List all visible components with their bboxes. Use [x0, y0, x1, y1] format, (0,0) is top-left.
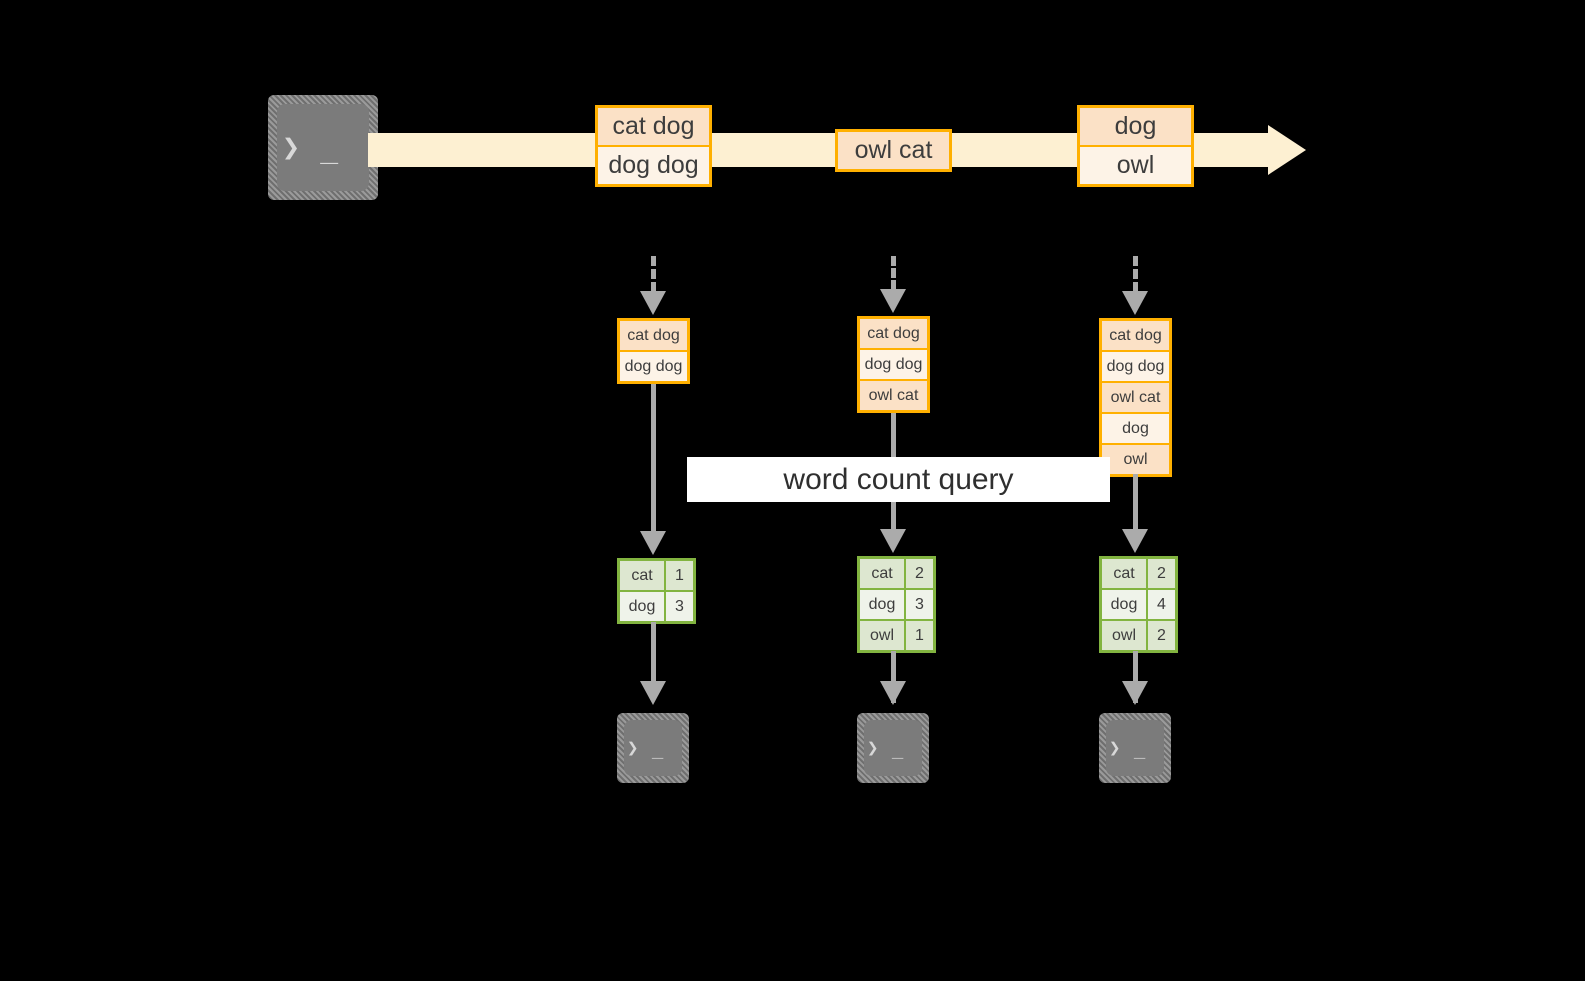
trigger-2-result-count-2: 3	[906, 590, 933, 619]
trigger-1-input-row-1: cat dog	[620, 321, 687, 350]
trigger-2-input-row-2: dog dog	[860, 350, 927, 379]
trigger-3-result-count-1: 2	[1148, 559, 1175, 588]
terminal-prompt-symbol: ❯ _	[282, 129, 340, 165]
trigger-1-result-count-2: 3	[666, 592, 693, 621]
terminal-prompt-symbol: ❯ _	[627, 736, 665, 759]
trigger-3-result-table: cat 2 dog 4 owl 2	[1099, 556, 1178, 653]
trigger-2-input-row-1: cat dog	[860, 319, 927, 348]
stream-batch-2: owl cat	[835, 129, 952, 172]
trigger-1-sink-terminal-icon: ❯ _	[617, 713, 689, 783]
stream-batch-3-line-1: dog	[1080, 108, 1191, 145]
trigger-2-result-word-1: cat	[860, 559, 904, 588]
trigger-1-input-connector	[651, 256, 656, 292]
trigger-2-input-row-3: owl cat	[860, 381, 927, 410]
trigger-3-input-arrowhead	[1122, 291, 1148, 315]
stream-batch-1-line-2: dog dog	[598, 147, 709, 184]
trigger-2-result-table: cat 2 dog 3 owl 1	[857, 556, 936, 653]
table-row: dog 4	[1102, 590, 1175, 619]
stream-batch-1: cat dog dog dog	[595, 105, 712, 187]
trigger-2-result-word-3: owl	[860, 621, 904, 650]
trigger-3-input-connector	[1133, 256, 1138, 292]
trigger-3-input-table: cat dog dog dog owl cat dog owl	[1099, 318, 1172, 477]
trigger-3-input-row-2: dog dog	[1102, 352, 1169, 381]
trigger-3-sink-terminal-icon: ❯ _	[1099, 713, 1171, 783]
trigger-1-result-word-1: cat	[620, 561, 664, 590]
stream-arrow-head	[1268, 125, 1306, 175]
trigger-2-result-count-3: 1	[906, 621, 933, 650]
trigger-3-sink-connector	[1133, 651, 1138, 703]
source-terminal-icon: ❯ _	[268, 95, 378, 200]
stream-batch-3: dog owl	[1077, 105, 1194, 187]
trigger-2-result-word-2: dog	[860, 590, 904, 619]
trigger-3-query-connector	[1133, 474, 1138, 530]
trigger-1-sink-arrowhead	[640, 681, 666, 705]
trigger-2-sink-arrowhead	[880, 681, 906, 705]
terminal-screen	[864, 720, 922, 776]
trigger-3-input-row-3: owl cat	[1102, 383, 1169, 412]
trigger-3-result-word-1: cat	[1102, 559, 1146, 588]
table-row: owl 1	[860, 621, 933, 650]
terminal-screen	[1106, 720, 1164, 776]
trigger-1-query-arrowhead	[640, 531, 666, 555]
table-row: cat 2	[1102, 559, 1175, 588]
trigger-3-input-row-4: dog	[1102, 414, 1169, 443]
trigger-1-input-arrowhead	[640, 291, 666, 315]
trigger-3-query-arrowhead	[1122, 529, 1148, 553]
trigger-1-query-connector	[651, 384, 656, 532]
trigger-3-result-word-2: dog	[1102, 590, 1146, 619]
trigger-3-input-row-1: cat dog	[1102, 321, 1169, 350]
trigger-2-sink-connector	[891, 651, 896, 703]
table-row: dog 3	[620, 592, 693, 621]
trigger-3-input-row-5: owl	[1102, 445, 1169, 474]
trigger-3-result-count-3: 2	[1148, 621, 1175, 650]
trigger-2-result-count-1: 2	[906, 559, 933, 588]
trigger-2-sink-terminal-icon: ❯ _	[857, 713, 929, 783]
trigger-1-result-table: cat 1 dog 3	[617, 558, 696, 624]
query-label: word count query	[687, 457, 1110, 502]
table-row: cat 2	[860, 559, 933, 588]
terminal-prompt-symbol: ❯ _	[867, 736, 905, 759]
trigger-1-sink-connector	[651, 622, 656, 682]
trigger-1-result-count-1: 1	[666, 561, 693, 590]
trigger-2-input-table: cat dog dog dog owl cat	[857, 316, 930, 413]
stream-batch-2-line-1: owl cat	[838, 132, 949, 169]
trigger-1-result-word-2: dog	[620, 592, 664, 621]
stream-batch-3-line-2: owl	[1080, 147, 1191, 184]
table-row: cat 1	[620, 561, 693, 590]
table-row: dog 3	[860, 590, 933, 619]
trigger-2-query-arrowhead	[880, 529, 906, 553]
trigger-1-input-row-2: dog dog	[620, 352, 687, 381]
trigger-3-sink-arrowhead	[1122, 681, 1148, 705]
terminal-screen	[277, 104, 369, 191]
trigger-3-result-word-3: owl	[1102, 621, 1146, 650]
trigger-1-input-table: cat dog dog dog	[617, 318, 690, 384]
query-label-text: word count query	[783, 462, 1014, 496]
terminal-screen	[624, 720, 682, 776]
trigger-3-result-count-2: 4	[1148, 590, 1175, 619]
trigger-2-input-arrowhead	[880, 289, 906, 313]
terminal-prompt-symbol: ❯ _	[1109, 736, 1147, 759]
stream-batch-1-line-1: cat dog	[598, 108, 709, 145]
trigger-2-input-connector	[891, 256, 896, 290]
table-row: owl 2	[1102, 621, 1175, 650]
